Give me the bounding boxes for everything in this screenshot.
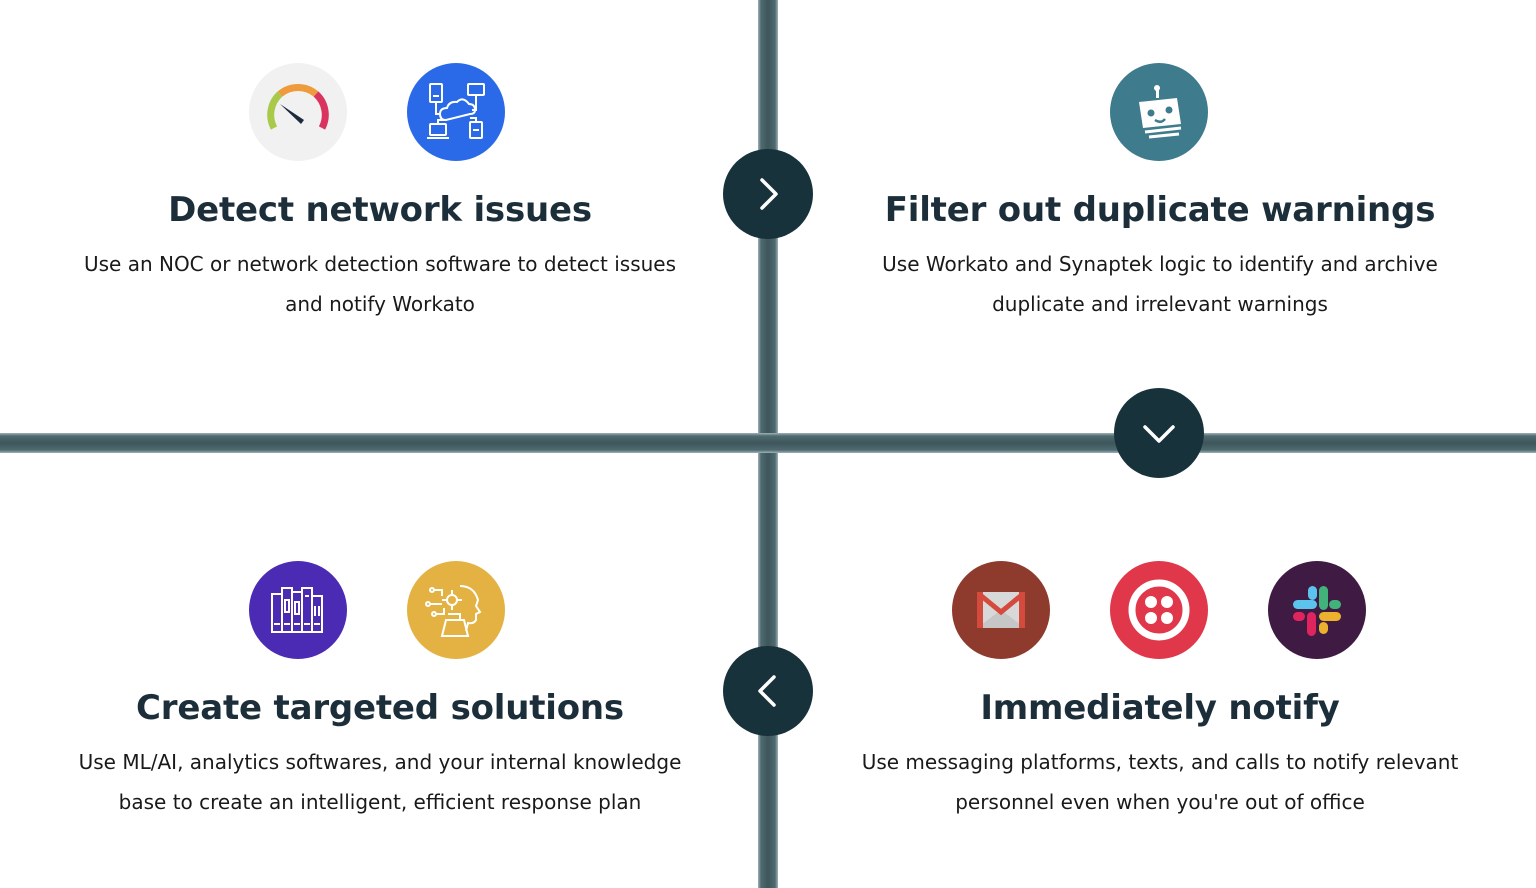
twilio-icon [1110,561,1208,659]
step-description: Use ML/AI, analytics softwares, and your… [78,750,682,814]
gmail-icon [952,561,1050,659]
chevron-right-icon [760,178,778,210]
step-description: Use an NOC or network detection software… [83,252,677,316]
step-filter-duplicate-warnings: Filter out duplicate warnings Use Workat… [820,190,1500,324]
horizontal-divider [0,433,1536,453]
next-step-down-button[interactable] [1114,388,1204,478]
step-immediately-notify: Immediately notify Use messaging platfor… [820,688,1500,822]
books-icon [249,561,347,659]
step-create-targeted-solutions: Create targeted solutions Use ML/AI, ana… [40,688,720,822]
slack-icon [1268,561,1366,659]
next-step-left-button[interactable] [723,646,813,736]
speedometer-icon [249,63,347,161]
step-description: Use messaging platforms, texts, and call… [861,750,1459,814]
step-description: Use Workato and Synaptek logic to identi… [882,252,1438,316]
step-detect-network-issues: Detect network issues Use an NOC or netw… [40,190,720,324]
step-title: Filter out duplicate warnings [884,190,1436,230]
chevron-left-icon [758,675,776,707]
ai-head-icon [407,561,505,659]
next-step-right-button[interactable] [723,149,813,239]
step-title: Detect network issues [168,190,592,230]
step-title: Immediately notify [980,688,1340,728]
network-cloud-icon [407,63,505,161]
step-title: Create targeted solutions [136,688,624,728]
chevron-down-icon [1143,425,1175,443]
robot-icon [1110,63,1208,161]
